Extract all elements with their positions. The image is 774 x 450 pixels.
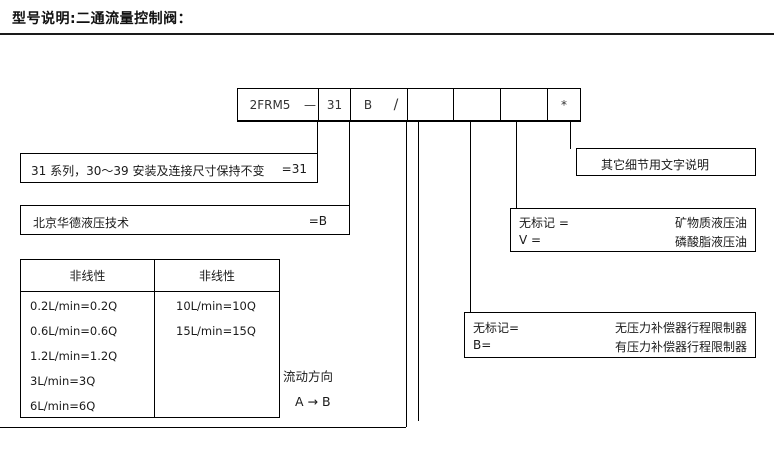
series-label-text: 31 系列，30～39 安装及连接尺寸保持不变	[31, 164, 265, 178]
connector-flow-vertical	[406, 121, 407, 427]
code-cell-limiter	[500, 89, 547, 120]
code-cell-manufacturer: B	[350, 89, 385, 120]
code-cell-series: 2FRM5	[249, 97, 291, 112]
connector-flow-horizontal	[0, 427, 406, 428]
page-title: 型号说明:二通流量控制阀：	[12, 11, 193, 27]
table-cell-left: 0.2L/min=0.2Q	[30, 299, 118, 313]
oil-desc-phosphate: 磷酸脂液压油	[674, 235, 747, 249]
code-cell-size: 31	[318, 89, 350, 120]
series-label-box: 31 系列，30～39 安装及连接尺寸保持不变 =31	[20, 153, 318, 183]
manufacturer-label-box: 北京华德液压技术 =B	[20, 205, 350, 235]
series-label-code: =31	[281, 162, 307, 176]
code-cell-flow	[407, 89, 453, 120]
model-code-row: 2FRM5 — 31 B / *	[237, 88, 581, 121]
table-cell-left: 0.6L/min=0.6Q	[30, 324, 118, 338]
flow-direction-group: 流动方向 A → B	[283, 366, 333, 409]
connector-direction-vertical	[418, 121, 419, 421]
table-header-right: 非线性	[198, 269, 235, 283]
connector-top-horizontal	[237, 121, 581, 122]
limiter-box: 无标记= B= 无压力补偿器行程限制器 有压力补偿器行程限制器	[464, 312, 756, 358]
code-cell-detail: *	[547, 89, 580, 120]
table-header-left: 非线性	[69, 269, 106, 283]
table-cell-left: 3L/min=3Q	[30, 374, 96, 388]
table-column-divider	[154, 260, 155, 417]
connector-detail-vertical	[570, 121, 571, 149]
oil-type-box: 无标记 = V = 矿物质液压油 磷酸脂液压油	[510, 208, 756, 252]
detail-label-box: 其它细节用文字说明	[576, 148, 756, 176]
code-cell-slash: /	[393, 96, 399, 113]
code-cell-direction	[453, 89, 500, 120]
oil-code-v: V =	[519, 233, 542, 247]
connector-series-vertical	[317, 121, 318, 154]
connector-limiter-vertical	[470, 121, 471, 312]
detail-label-text: 其它细节用文字说明	[601, 158, 710, 172]
connector-manufacturer-vertical	[349, 121, 350, 206]
table-cell-left: 6L/min=6Q	[30, 399, 96, 413]
limiter-desc-without: 无压力补偿器行程限制器	[614, 321, 747, 335]
flow-direction-value: A → B	[295, 394, 331, 409]
oil-code-unmarked: 无标记 =	[519, 216, 569, 230]
limiter-code-b: B=	[473, 338, 492, 352]
code-cell-dash: —	[304, 97, 316, 112]
limiter-desc-with: 有压力补偿器行程限制器	[614, 340, 747, 354]
oil-desc-mineral: 矿物质液压油	[674, 216, 747, 230]
manufacturer-label-code: =B	[308, 214, 327, 228]
flow-direction-label: 流动方向	[283, 369, 334, 384]
flow-rate-table: 非线性 非线性 0.2L/min=0.2Q 0.6L/min=0.6Q 1.2L…	[20, 259, 280, 418]
limiter-code-unmarked: 无标记=	[473, 321, 520, 335]
table-cell-right: 10L/min=10Q	[176, 299, 256, 313]
manufacturer-label-text: 北京华德液压技术	[33, 216, 130, 230]
table-header-divider	[21, 291, 279, 292]
title-divider	[0, 33, 774, 35]
connector-oil-vertical	[516, 121, 517, 208]
table-cell-left: 1.2L/min=1.2Q	[30, 349, 118, 363]
table-cell-right: 15L/min=15Q	[176, 324, 256, 338]
